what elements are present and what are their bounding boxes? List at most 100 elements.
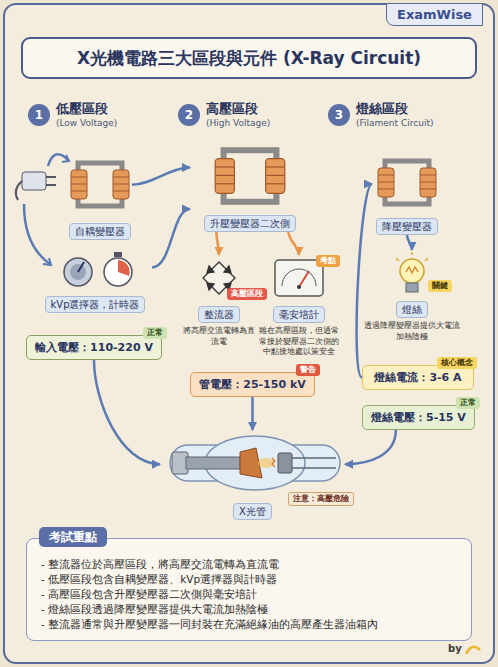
tag-text: 正常 bbox=[460, 398, 476, 407]
component-label: 毫安培計 bbox=[273, 306, 325, 323]
value-text: 管電壓：25-150 kV bbox=[199, 377, 306, 392]
signature-mark bbox=[466, 647, 480, 654]
kvp-knob-part bbox=[64, 258, 92, 286]
tag-text: 考點 bbox=[320, 256, 336, 265]
section-header: 1 低壓區段(Low Voltage) bbox=[28, 100, 117, 129]
component-label: 升壓變壓器二次側 bbox=[204, 215, 296, 232]
component: 降壓變壓器 bbox=[372, 150, 442, 235]
plug-arrows-part bbox=[24, 204, 50, 264]
component-note: 將高壓交流電轉為直流電 bbox=[183, 326, 255, 347]
rectifier-icon-part bbox=[224, 266, 231, 273]
tag-text: 高壓區段 bbox=[231, 289, 263, 298]
plug-arrows bbox=[24, 154, 69, 265]
note-line: - 整流器通常與升壓變壓器一同封裝在充滿絕緣油的高壓產生器油箱內 bbox=[41, 617, 459, 632]
value-text: 燈絲電壓：5-15 V bbox=[371, 410, 466, 425]
plug-arrows-part bbox=[43, 258, 51, 265]
component-label: X光管 bbox=[233, 503, 272, 520]
plug-icon-part bbox=[16, 181, 22, 200]
component: 升壓變壓器二次側 bbox=[190, 140, 310, 232]
x-ray-tube-part bbox=[272, 458, 275, 467]
header-text: 高壓區段(High Voltage) bbox=[206, 100, 270, 129]
callout-number: 1 bbox=[28, 104, 50, 126]
callout-number: 3 bbox=[328, 104, 350, 126]
transformer-icon bbox=[71, 163, 129, 206]
flow-arrow bbox=[216, 232, 219, 255]
ammeter-icon-part bbox=[297, 285, 301, 289]
bulb-icon-part bbox=[400, 259, 424, 283]
note-line: - 整流器位於高壓區段，將高壓交流電轉為直流電 bbox=[41, 557, 459, 572]
plug-icon bbox=[16, 172, 56, 200]
x-ray-tube-part bbox=[292, 467, 336, 469]
component: kVp選擇器，計時器 bbox=[38, 248, 152, 313]
plug-arrows-part bbox=[48, 154, 68, 166]
value-box: 輸入電壓：110-220 V正常 bbox=[26, 335, 162, 360]
section-subtitle: (Filament Circuit) bbox=[356, 117, 433, 129]
flow-arrow bbox=[288, 232, 299, 255]
bulb-icon-part bbox=[406, 283, 418, 292]
section-subtitle: (Low Voltage) bbox=[56, 117, 117, 129]
value-box: 管電壓：25-150 kV警告 bbox=[190, 372, 315, 397]
status-tag: 警告 bbox=[296, 364, 320, 376]
component: 自耦變壓器 bbox=[68, 155, 132, 240]
plug-arrows-part bbox=[62, 155, 69, 162]
status-tag: 考點 bbox=[316, 255, 340, 267]
component-note: 透過降壓變壓器提供大電流加熱陰極 bbox=[362, 321, 462, 342]
notes-box: 考試重點- 整流器位於高壓區段，將高壓交流電轉為直流電- 低壓區段包含自耦變壓器… bbox=[26, 538, 472, 641]
section-title: 燈絲區段 bbox=[356, 100, 433, 117]
plug-icon-part bbox=[46, 184, 56, 186]
transformer-icon bbox=[215, 150, 285, 202]
title-box bbox=[22, 38, 476, 78]
x-ray-tube-part bbox=[292, 457, 336, 459]
section-title: 低壓區段 bbox=[56, 100, 117, 117]
component-label: kVp選擇器，計時器 bbox=[45, 296, 146, 313]
flow-arrow bbox=[152, 209, 190, 268]
component: X光管注意：高壓危險 bbox=[160, 430, 345, 520]
component: 燈絲透過降壓變壓器提供大電流加熱陰極 關鍵 bbox=[362, 250, 462, 342]
tag-text: 正常 bbox=[147, 328, 163, 337]
component: 整流器將高壓交流電轉為直流電高壓區段 bbox=[183, 255, 255, 347]
note-line: - 低壓區段包含自耦變壓器、kVp選擇器與計時器 bbox=[41, 572, 459, 587]
value-box: 燈絲電流：3-6 A核心概念 bbox=[362, 365, 474, 390]
transformer-icon bbox=[378, 161, 436, 204]
bulb-icon-part bbox=[411, 252, 413, 255]
ammeter-icon-part bbox=[282, 269, 316, 286]
tag-text: 核心概念 bbox=[441, 358, 473, 367]
section-header: 3 燈絲區段(Filament Circuit) bbox=[328, 100, 433, 129]
component-label: 燈絲 bbox=[396, 301, 428, 318]
status-tag: 正常 bbox=[456, 397, 480, 409]
status-tag: 關鍵 bbox=[428, 280, 452, 292]
timer-icon bbox=[104, 252, 132, 286]
x-ray-tube bbox=[170, 436, 340, 490]
timer-icon-part bbox=[114, 252, 122, 257]
flow-arrow bbox=[251, 397, 254, 430]
x-ray-tube-part bbox=[278, 453, 292, 473]
tag-text: 注意：高壓危險 bbox=[293, 494, 349, 503]
note-line: - 燈絲區段透過降壓變壓器提供大電流加熱陰極 bbox=[41, 602, 459, 617]
component-label: 自耦變壓器 bbox=[69, 223, 131, 240]
notes-heading: 考試重點 bbox=[39, 527, 107, 547]
status-tag: 核心概念 bbox=[437, 357, 477, 369]
tag-text: 警告 bbox=[300, 365, 316, 374]
credit-label: by bbox=[448, 643, 462, 654]
timer-icon-part bbox=[118, 260, 130, 276]
header-text: 燈絲區段(Filament Circuit) bbox=[356, 100, 433, 129]
frame bbox=[4, 4, 494, 663]
bulb-icon bbox=[396, 252, 428, 292]
status-tag: 高壓區段 bbox=[227, 288, 267, 300]
bulb-icon-part bbox=[406, 267, 418, 273]
kvp-knob-part bbox=[78, 262, 84, 272]
kvp-knob bbox=[64, 258, 92, 286]
flow-arrow bbox=[357, 184, 372, 378]
ammeter-icon-part bbox=[299, 271, 309, 287]
note-line: - 高壓區段包含升壓變壓器二次側與毫安培計 bbox=[41, 587, 459, 602]
status-tag: 注意：高壓危險 bbox=[288, 492, 354, 506]
section-title: 高壓區段 bbox=[206, 100, 270, 117]
title: X光機電路三大區段與元件 (X-Ray Circuit) bbox=[22, 38, 476, 78]
section-header: 2 高壓區段(High Voltage) bbox=[178, 100, 270, 129]
flow-arrow bbox=[132, 168, 190, 185]
value-text: 燈絲電流：3-6 A bbox=[371, 370, 465, 385]
callout-number: 2 bbox=[178, 104, 200, 126]
rectifier-icon-part bbox=[207, 283, 214, 290]
x-ray-tube-part bbox=[186, 457, 240, 469]
